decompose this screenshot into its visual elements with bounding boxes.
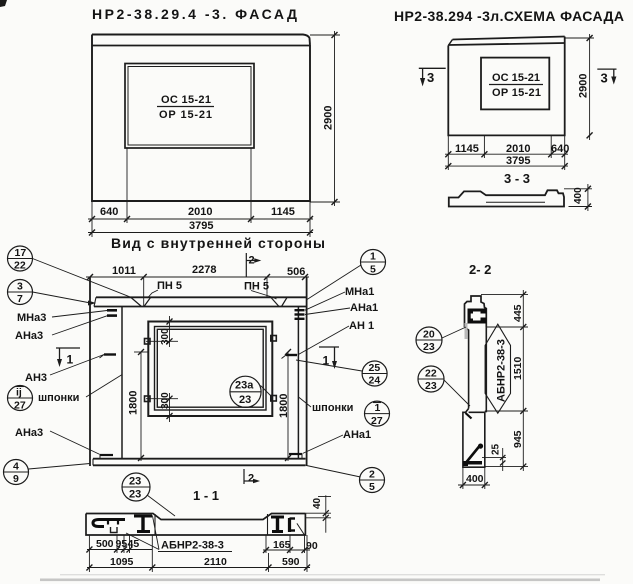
svg-text:22: 22 [14, 260, 26, 272]
svg-text:945: 945 [512, 430, 524, 448]
svg-text:АНа3: АНа3 [15, 330, 43, 342]
svg-text:1800: 1800 [278, 394, 290, 418]
svg-text:3795: 3795 [189, 220, 213, 232]
svg-text:400: 400 [466, 473, 484, 485]
svg-text:1 - 1: 1 - 1 [193, 488, 219, 503]
svg-text:27: 27 [14, 400, 26, 412]
svg-text:3: 3 [601, 71, 608, 86]
svg-text:1011: 1011 [112, 265, 136, 277]
svg-text:шпонки: шпонки [38, 392, 79, 404]
svg-text:23: 23 [425, 380, 437, 392]
svg-text:1095: 1095 [110, 556, 134, 568]
svg-text:23: 23 [129, 476, 141, 488]
svg-text:НР2-38.29.4 -3. ФАСАД: НР2-38.29.4 -3. ФАСАД [92, 6, 297, 22]
svg-text:640: 640 [100, 206, 118, 218]
svg-text:25: 25 [491, 443, 502, 455]
svg-text:2900: 2900 [578, 74, 590, 98]
svg-text:МНа1: МНа1 [345, 286, 374, 298]
svg-text:22: 22 [425, 368, 437, 380]
svg-text:23: 23 [239, 394, 251, 406]
svg-text:300: 300 [160, 392, 171, 409]
svg-text:АБНР2-38-3: АБНР2-38-3 [496, 339, 508, 402]
svg-text:500: 500 [96, 538, 114, 550]
svg-text:1: 1 [370, 251, 376, 263]
svg-text:АН 1: АН 1 [349, 320, 374, 332]
svg-text:3: 3 [427, 70, 434, 85]
svg-text:445: 445 [512, 304, 524, 322]
svg-text:3: 3 [17, 281, 23, 293]
svg-text:МНа3: МНа3 [17, 312, 46, 324]
svg-text:17: 17 [15, 247, 27, 259]
svg-text:2: 2 [369, 469, 375, 481]
svg-text:1: 1 [67, 353, 74, 367]
svg-text:45: 45 [128, 538, 140, 550]
svg-text:25: 25 [369, 362, 381, 374]
svg-text:2: 2 [248, 473, 254, 485]
svg-text:590: 590 [282, 556, 300, 568]
svg-text:640: 640 [551, 143, 569, 155]
svg-text:90: 90 [306, 540, 318, 552]
svg-text:ij: ij [16, 387, 22, 399]
svg-text:2010: 2010 [506, 143, 530, 155]
svg-text:9: 9 [13, 473, 19, 485]
svg-text:23: 23 [423, 341, 435, 353]
svg-text:ОР 15-21: ОР 15-21 [492, 87, 541, 99]
svg-text:АНа1: АНа1 [350, 302, 378, 314]
svg-text:4: 4 [13, 461, 19, 473]
svg-text:2900: 2900 [323, 106, 335, 130]
svg-text:40: 40 [312, 497, 323, 509]
svg-text:1: 1 [375, 402, 381, 414]
svg-text:400: 400 [573, 187, 584, 204]
svg-text:АН3: АН3 [25, 372, 47, 384]
svg-text:2278: 2278 [192, 264, 216, 276]
svg-text:ОР 15-21: ОР 15-21 [159, 109, 212, 121]
svg-text:23а: 23а [235, 380, 254, 392]
svg-text:НР2-38.294 -3л.СХЕМА ФАСАДА: НР2-38.294 -3л.СХЕМА ФАСАДА [394, 8, 624, 24]
svg-text:1510: 1510 [512, 356, 524, 380]
svg-text:ОС 15-21: ОС 15-21 [492, 72, 540, 84]
svg-text:300: 300 [160, 328, 171, 345]
svg-text:5: 5 [370, 264, 376, 276]
svg-text:506: 506 [287, 266, 305, 278]
svg-text:27: 27 [371, 415, 383, 427]
svg-text:АБНР2-38-3: АБНР2-38-3 [161, 540, 224, 552]
svg-text:3795: 3795 [506, 155, 530, 167]
svg-text:7: 7 [17, 293, 23, 305]
svg-text:1145: 1145 [455, 143, 479, 155]
svg-text:Вид с внутренней стороны: Вид с внутренней стороны [111, 235, 325, 251]
svg-text:2110: 2110 [204, 556, 227, 568]
svg-text:24: 24 [369, 375, 381, 387]
svg-text:АНа3: АНа3 [15, 427, 43, 439]
svg-text:2: 2 [249, 255, 255, 267]
svg-text:2- 2: 2- 2 [469, 262, 491, 277]
svg-text:1: 1 [323, 354, 330, 368]
svg-text:165: 165 [273, 539, 291, 551]
svg-text:3 - 3: 3 - 3 [504, 171, 530, 186]
svg-text:2010: 2010 [188, 206, 212, 218]
svg-text:шпонки: шпонки [312, 402, 353, 414]
svg-text:ПН 5: ПН 5 [157, 280, 182, 292]
svg-text:95: 95 [116, 538, 128, 550]
svg-text:20: 20 [423, 329, 435, 341]
svg-text:ПН 5: ПН 5 [244, 281, 269, 293]
svg-text:1145: 1145 [271, 206, 295, 218]
svg-text:5: 5 [369, 481, 375, 493]
svg-text:ОС 15-21: ОС 15-21 [161, 94, 211, 106]
svg-text:23: 23 [129, 489, 141, 501]
svg-text:1800: 1800 [128, 391, 140, 415]
svg-text:АНа1: АНа1 [343, 429, 371, 441]
